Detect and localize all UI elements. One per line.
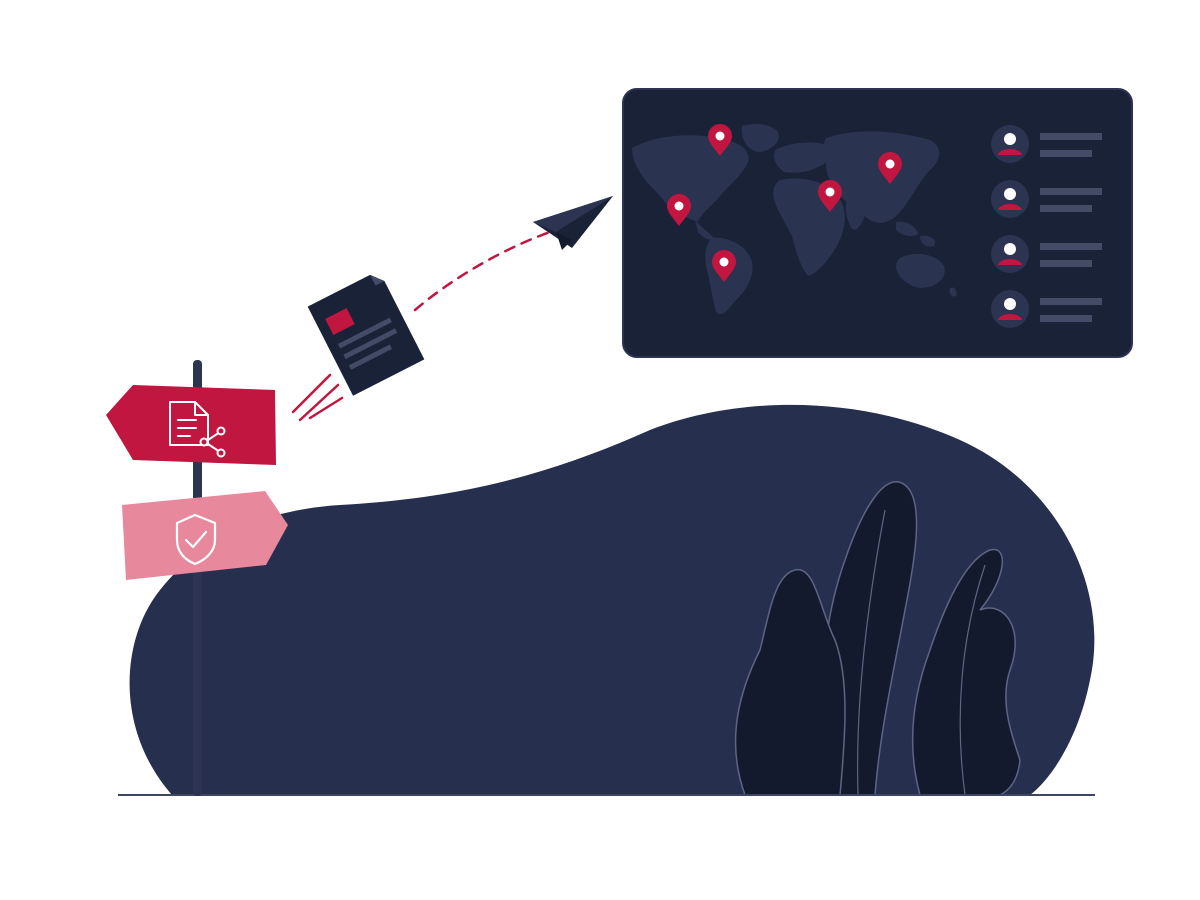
location-pin-icon [667, 194, 691, 226]
plant-leaf-right [911, 548, 1021, 796]
dashboard-screen [622, 88, 1133, 358]
location-pins [667, 124, 902, 282]
user-list [991, 125, 1102, 328]
plant [734, 481, 1021, 796]
user-row [991, 180, 1102, 218]
plant-vein-right [959, 564, 986, 796]
document-body [307, 274, 425, 396]
document-line [348, 344, 393, 370]
user-name-bar [1040, 243, 1102, 250]
location-pin-icon [708, 124, 732, 156]
document-fold [370, 274, 385, 286]
signpost-pole [193, 360, 202, 796]
flying-document [307, 274, 425, 396]
user-detail-bar [1040, 260, 1092, 267]
document-share-icon [169, 401, 226, 458]
user-detail-bar [1040, 205, 1092, 212]
avatar [991, 290, 1029, 328]
speed-lines [291, 373, 344, 422]
dashed-trajectory [413, 230, 552, 312]
sign-upper-board [106, 385, 276, 465]
user-detail-bar [1040, 315, 1092, 322]
avatar [991, 125, 1029, 163]
shield-check-icon [175, 513, 217, 566]
world-map [632, 124, 957, 315]
avatar [991, 235, 1029, 273]
document-line [337, 317, 392, 349]
user-row [991, 290, 1102, 328]
user-detail-bar [1040, 150, 1092, 157]
sign-lower-board [122, 491, 288, 580]
location-pin-icon [878, 152, 902, 184]
sign-lower [122, 491, 288, 580]
location-pin-icon [712, 250, 736, 282]
plant-leaf-left [734, 569, 846, 796]
user-name-bar [1040, 298, 1102, 305]
user-name-bar [1040, 133, 1102, 140]
sign-upper [106, 385, 276, 465]
location-pin-icon [818, 180, 842, 212]
user-name-bar [1040, 188, 1102, 195]
signpost [106, 360, 288, 796]
plant-vein-tall [856, 509, 886, 796]
document-line [343, 328, 398, 360]
user-row [991, 235, 1102, 273]
user-row [991, 125, 1102, 163]
paper-plane-icon [533, 196, 613, 250]
avatar [991, 180, 1029, 218]
document-accent [325, 308, 355, 336]
